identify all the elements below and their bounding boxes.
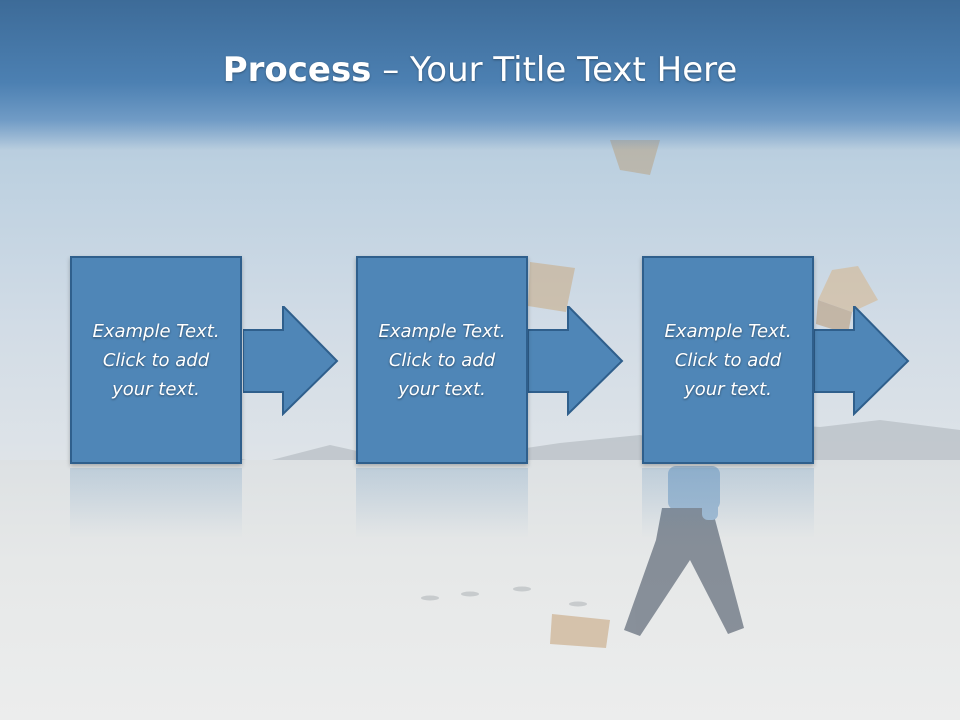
step-1-line-2: Click to add — [102, 349, 210, 371]
title-rest: – Your Title Text Here — [371, 50, 738, 90]
step-3-line-3: your text. — [684, 378, 772, 400]
step-3-line-2: Click to add — [674, 349, 782, 371]
arrow-right-icon — [243, 306, 339, 416]
walking-figure — [624, 466, 744, 636]
arrow-right-icon — [528, 306, 624, 416]
step-1-line-3: your text. — [112, 378, 200, 400]
ground-box — [550, 614, 610, 648]
title-strong: Process — [222, 50, 372, 90]
floating-box-3 — [816, 266, 878, 334]
step-3-line-1: Example Text. — [664, 320, 792, 342]
step-2-line-3: your text. — [398, 378, 486, 400]
slide-title[interactable]: Process – Your Title Text Here — [0, 50, 960, 90]
step-1-text[interactable]: Example Text. Click to add your text. — [84, 317, 227, 404]
desert-ground — [0, 460, 960, 720]
arrow-right-icon — [814, 306, 910, 416]
floating-box-2 — [528, 262, 575, 312]
step-3-reflection — [642, 468, 814, 538]
process-step-2[interactable]: Example Text. Click to add your text. — [356, 256, 528, 464]
step-2-reflection — [356, 468, 528, 538]
process-step-3[interactable]: Example Text. Click to add your text. — [642, 256, 814, 464]
step-1-line-1: Example Text. — [92, 320, 220, 342]
step-1-reflection — [70, 468, 242, 538]
process-step-1[interactable]: Example Text. Click to add your text. — [70, 256, 242, 464]
footprints — [421, 586, 587, 607]
step-2-line-1: Example Text. — [378, 320, 506, 342]
step-2-text[interactable]: Example Text. Click to add your text. — [370, 317, 513, 404]
step-2-line-2: Click to add — [388, 349, 496, 371]
title-band — [0, 0, 960, 150]
step-3-text[interactable]: Example Text. Click to add your text. — [656, 317, 799, 404]
